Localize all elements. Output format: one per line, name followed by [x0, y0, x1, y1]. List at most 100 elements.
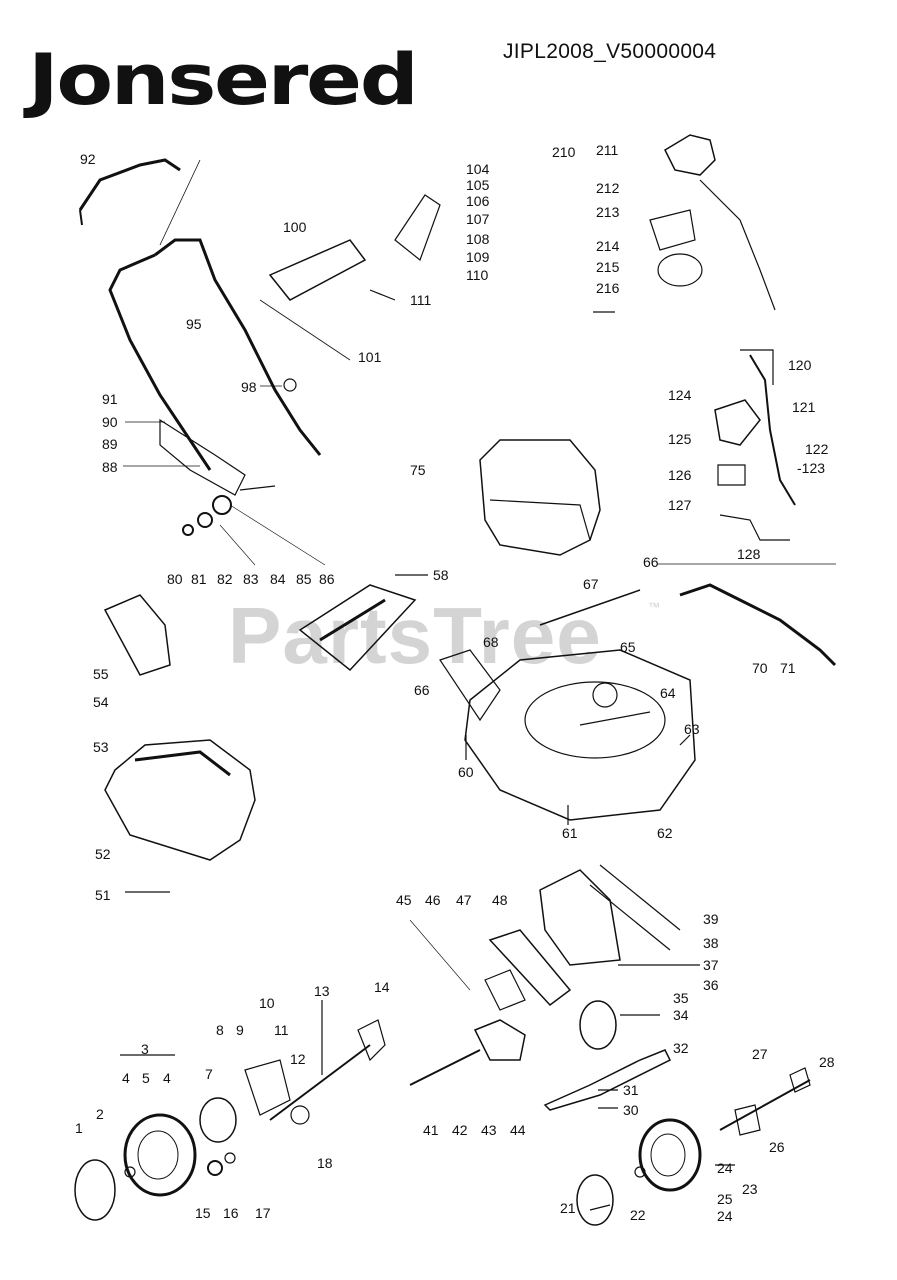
main-handle [154, 238, 322, 456]
callout-26: 26 [769, 1139, 785, 1155]
callout-42: 42 [452, 1122, 468, 1138]
callout-38: 38 [703, 935, 719, 951]
callout-46: 46 [425, 892, 441, 908]
watermark: PartsTree [228, 591, 602, 680]
callout-212: 212 [596, 180, 620, 196]
callout-22: 22 [630, 1207, 646, 1223]
callout-13: 13 [314, 983, 330, 999]
callout-48: 48 [492, 892, 508, 908]
callout-210: 210 [552, 144, 576, 160]
callout-47: 47 [456, 892, 472, 908]
callout-43: 43 [481, 1122, 497, 1138]
callout-2: 2 [96, 1106, 104, 1122]
height-lever [679, 583, 837, 667]
callout-70: 70 [752, 660, 768, 676]
callout-3: 3 [141, 1041, 149, 1057]
cable-plug [664, 134, 716, 176]
callout-111: 111 [410, 292, 432, 308]
callout-91: 91 [102, 391, 118, 407]
callout-123: -123 [797, 460, 826, 476]
callout-75: 75 [410, 462, 426, 478]
callout-92: 92 [80, 151, 96, 167]
callout-106: 106 [466, 193, 490, 209]
callout-67: 67 [583, 576, 599, 592]
callout-7: 7 [205, 1066, 213, 1082]
lower-handle [159, 418, 246, 496]
callout-63: 63 [684, 721, 700, 737]
callout-66-rod: 66 [643, 554, 659, 570]
callout-61: 61 [562, 825, 578, 841]
callout-39: 39 [703, 911, 719, 927]
callout-125: 125 [668, 431, 692, 447]
callout-30: 30 [623, 1102, 639, 1118]
callout-98: 98 [241, 379, 257, 395]
motor-cover [479, 439, 601, 556]
switch-housing [714, 399, 761, 446]
pulley [579, 1000, 617, 1050]
callout-4-right: 4 [163, 1070, 171, 1086]
callout-213: 213 [596, 204, 620, 220]
rear-wheel [123, 1113, 197, 1197]
callout-216: 216 [596, 280, 620, 296]
callout-100: 100 [283, 219, 307, 235]
callout-66-bracket: 66 [414, 682, 430, 698]
grass-deflector [298, 584, 417, 672]
brand-logo: Jonsered [28, 39, 419, 121]
callout-86: 86 [319, 571, 335, 587]
callout-85: 85 [296, 571, 312, 587]
callout-105: 105 [466, 177, 490, 193]
callout-28: 28 [819, 1054, 835, 1070]
grass-collector [104, 739, 256, 861]
callout-58: 58 [433, 567, 449, 583]
callout-127: 127 [668, 497, 692, 513]
callout-62: 62 [657, 825, 673, 841]
callout-44: 44 [510, 1122, 526, 1138]
callout-17: 17 [255, 1205, 271, 1221]
callout-83: 83 [243, 571, 259, 587]
callout-121: 121 [792, 399, 816, 415]
callout-120: 120 [788, 357, 812, 373]
callout-126: 126 [668, 467, 692, 483]
callout-1: 1 [75, 1120, 83, 1136]
callout-88: 88 [102, 459, 118, 475]
callout-80: 80 [167, 571, 183, 587]
callout-90: 90 [102, 414, 118, 430]
callout-128: 128 [737, 546, 761, 562]
callout-101: 101 [358, 349, 382, 365]
handle-cover [103, 594, 171, 676]
callout-65: 65 [620, 639, 636, 655]
callout-81: 81 [191, 571, 207, 587]
callout-64: 64 [660, 685, 676, 701]
callout-84: 84 [270, 571, 286, 587]
callout-31: 31 [623, 1082, 639, 1098]
callout-95: 95 [186, 316, 202, 332]
callout-122: 122 [805, 441, 829, 457]
callout-4-left: 4 [122, 1070, 130, 1086]
callout-37: 37 [703, 957, 719, 973]
upper-handle-bar [78, 158, 181, 211]
callout-215: 215 [596, 259, 620, 275]
callout-45: 45 [396, 892, 412, 908]
rear-hubcap [74, 1159, 116, 1221]
front-wheel [638, 1118, 702, 1192]
callout-5: 5 [142, 1070, 150, 1086]
callout-23: 23 [742, 1181, 758, 1197]
callout-24-upper: 24 [717, 1160, 733, 1176]
callout-110: 110 [466, 267, 489, 283]
cable-holder [268, 239, 367, 301]
callout-68: 68 [483, 634, 499, 650]
callout-124: 124 [668, 387, 692, 403]
rear-axle [269, 1044, 371, 1121]
callout-10: 10 [259, 995, 275, 1011]
callout-8: 8 [216, 1022, 224, 1038]
callout-41: 41 [423, 1122, 439, 1138]
callout-25: 25 [717, 1191, 733, 1207]
callout-211: 211 [596, 142, 619, 158]
cutting-blade [543, 1049, 672, 1111]
callout-9: 9 [236, 1022, 244, 1038]
callout-60: 60 [458, 764, 474, 780]
callout-35: 35 [673, 990, 689, 1006]
callout-82: 82 [217, 571, 233, 587]
